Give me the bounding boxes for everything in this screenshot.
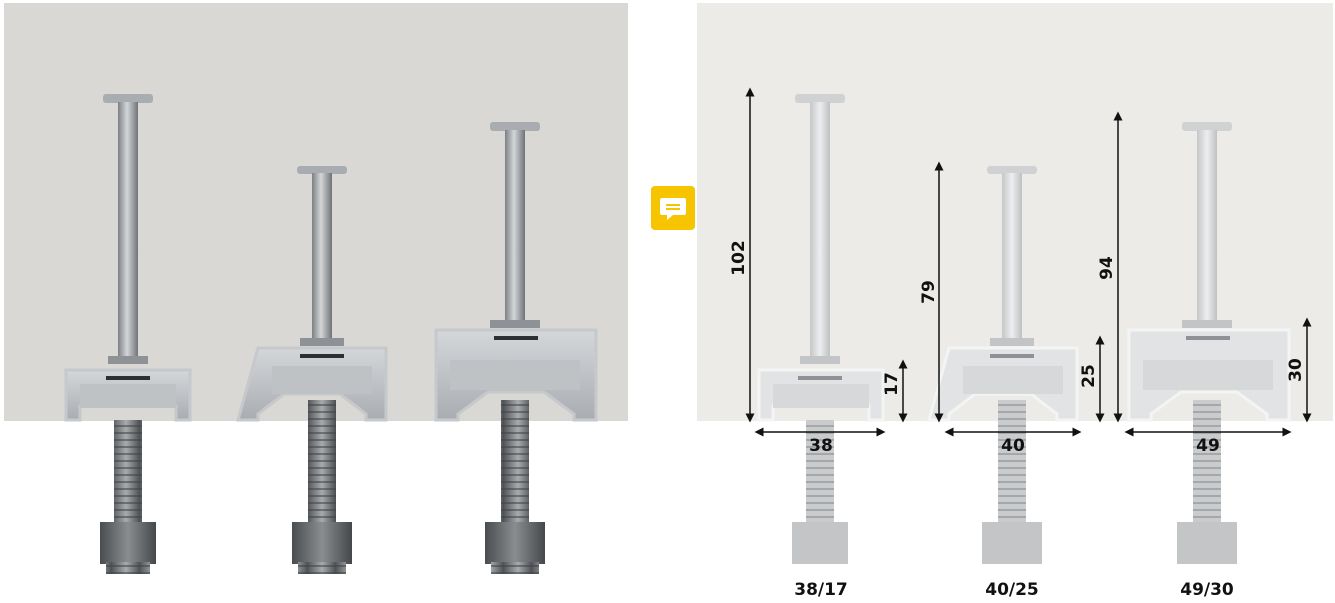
anchor-drawing-2 bbox=[927, 166, 1079, 564]
dimensions-illustration: 102 17 38 79 25 40 94 30 49 38/17 40/25 … bbox=[697, 3, 1333, 600]
channel-height-label-3: 30 bbox=[1286, 358, 1306, 382]
anchor-49-30 bbox=[434, 122, 598, 574]
anchor-38-17 bbox=[64, 94, 192, 574]
size-label-3: 49/30 bbox=[1180, 580, 1234, 600]
left-anchors-illustration bbox=[4, 3, 628, 574]
comment-icon[interactable] bbox=[651, 186, 695, 230]
width-label-2: 40 bbox=[1001, 436, 1025, 456]
height-label-1: 102 bbox=[729, 240, 749, 276]
width-label-1: 38 bbox=[809, 436, 833, 456]
anchor-drawing-3 bbox=[1127, 122, 1291, 564]
comment-icon-glyph bbox=[651, 186, 695, 230]
anchor-drawing-1 bbox=[757, 94, 885, 564]
width-label-3: 49 bbox=[1196, 436, 1220, 456]
height-label-3: 94 bbox=[1097, 256, 1117, 280]
right-dimension-panel: 102 17 38 79 25 40 94 30 49 38/17 40/25 … bbox=[697, 0, 1335, 603]
channel-height-label-1: 17 bbox=[882, 372, 902, 396]
dimension-lines bbox=[745, 87, 1312, 437]
height-label-2: 79 bbox=[919, 280, 939, 304]
anchor-40-25 bbox=[236, 166, 388, 574]
left-product-panel bbox=[0, 0, 632, 603]
size-label-1: 38/17 bbox=[794, 580, 848, 600]
size-label-2: 40/25 bbox=[985, 580, 1039, 600]
channel-height-label-2: 25 bbox=[1079, 364, 1099, 388]
